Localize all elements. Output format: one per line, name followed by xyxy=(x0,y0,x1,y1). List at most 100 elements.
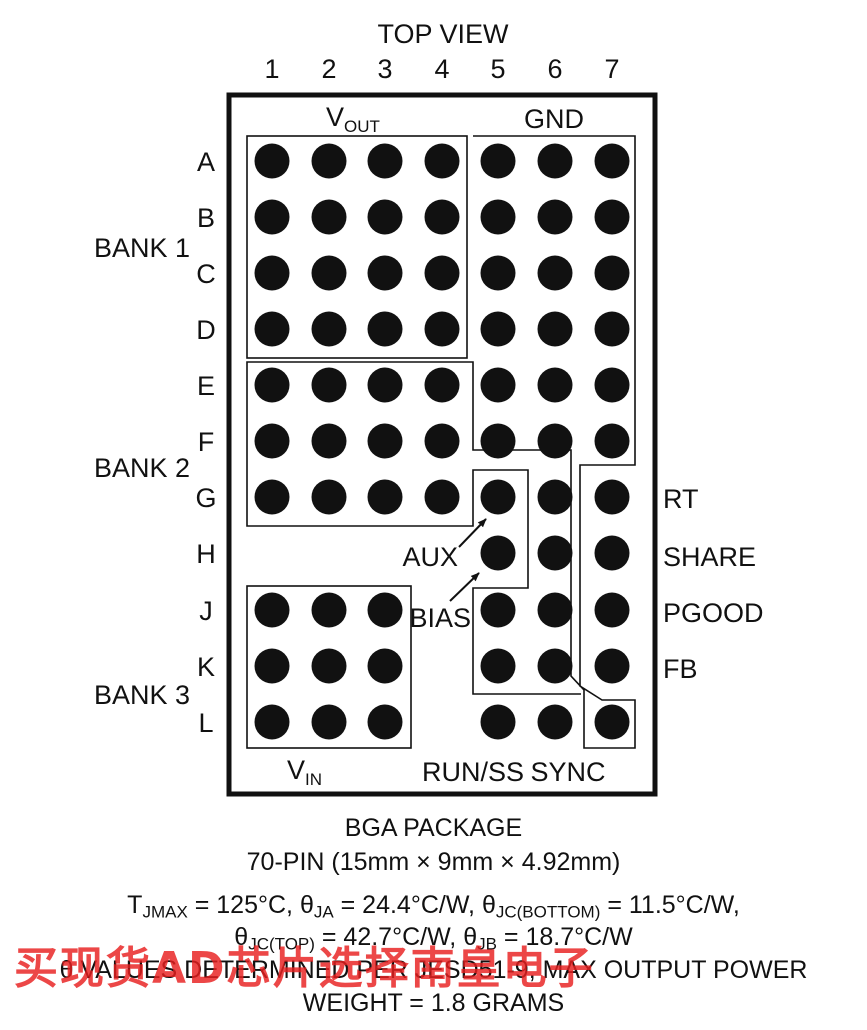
ball-L3 xyxy=(367,704,403,740)
ball-J5 xyxy=(480,592,516,628)
row-label: B xyxy=(197,203,215,233)
bank-3-label: BANK 3 xyxy=(94,680,190,710)
ball-C7 xyxy=(594,255,630,291)
vin-region-outline xyxy=(246,585,412,749)
bank-2-label: BANK 2 xyxy=(94,453,190,483)
row-label: E xyxy=(197,371,215,401)
vout-label: VOUT xyxy=(326,102,380,136)
ball-C4 xyxy=(424,255,460,291)
pin-run-ss-label: RUN/SS xyxy=(422,757,524,787)
thermal-note: θ VALUES DETERMINED PER JESD51-9, MAX OU… xyxy=(59,956,808,984)
vout-region-outline xyxy=(246,135,468,359)
ball-E5 xyxy=(480,367,516,403)
column-label: 6 xyxy=(547,54,562,84)
pin-sync-label: SYNC xyxy=(530,757,605,787)
gnd-region-outline xyxy=(246,135,636,749)
ball-K6 xyxy=(537,648,573,684)
package-name: BGA PACKAGE xyxy=(344,814,523,842)
column-label: 2 xyxy=(321,54,336,84)
ball-E4 xyxy=(424,367,460,403)
gnd-label: GND xyxy=(524,104,584,134)
ball-F1 xyxy=(254,423,290,459)
ball-G3 xyxy=(367,479,403,515)
pin-rt-label: RT xyxy=(663,484,699,514)
ball-F5 xyxy=(480,423,516,459)
package-outline xyxy=(226,92,658,797)
ball-A2 xyxy=(311,143,347,179)
thermal-line-1: TJMAX = 125°C, θJA = 24.4°C/W, θJC(BOTTO… xyxy=(127,891,740,922)
ball-L7 xyxy=(594,704,630,740)
column-label: 4 xyxy=(434,54,449,84)
vin-label: VIN xyxy=(287,755,322,789)
ball-A3 xyxy=(367,143,403,179)
ball-K1 xyxy=(254,648,290,684)
ball-K3 xyxy=(367,648,403,684)
ball-C6 xyxy=(537,255,573,291)
row-label: H xyxy=(196,539,216,569)
row-label: F xyxy=(198,427,215,457)
ball-B3 xyxy=(367,199,403,235)
package-dimensions: 70-PIN (15mm × 9mm × 4.92mm) xyxy=(246,848,621,876)
column-labels: 1 2 3 4 5 6 7 xyxy=(264,54,619,84)
ball-F2 xyxy=(311,423,347,459)
column-label: 1 xyxy=(264,54,279,84)
ball-G5 xyxy=(480,479,516,515)
ball-D4 xyxy=(424,311,460,347)
ball-H7 xyxy=(594,535,630,571)
row-label: L xyxy=(198,708,213,738)
ball-J3 xyxy=(367,592,403,628)
ball-E1 xyxy=(254,367,290,403)
weight: WEIGHT = 1.8 GRAMS xyxy=(302,989,565,1017)
ball-A1 xyxy=(254,143,290,179)
ball-J7 xyxy=(594,592,630,628)
ball-A7 xyxy=(594,143,630,179)
bias-arrow xyxy=(449,572,480,602)
column-label: 5 xyxy=(490,54,505,84)
ball-J1 xyxy=(254,592,290,628)
ball-F6 xyxy=(537,423,573,459)
pin-share-label: SHARE xyxy=(663,542,756,572)
column-label: 7 xyxy=(604,54,619,84)
ball-B5 xyxy=(480,199,516,235)
title: TOP VIEW xyxy=(377,19,509,49)
row-label: K xyxy=(197,652,215,682)
ball-H5 xyxy=(480,535,516,571)
ball-B7 xyxy=(594,199,630,235)
ball-G6 xyxy=(537,479,573,515)
ball-E6 xyxy=(537,367,573,403)
ball-G7 xyxy=(594,479,630,515)
ball-A4 xyxy=(424,143,460,179)
pin-aux-label: AUX xyxy=(402,542,458,572)
ball-D5 xyxy=(480,311,516,347)
ball-F4 xyxy=(424,423,460,459)
ball-K7 xyxy=(594,648,630,684)
ball-K2 xyxy=(311,648,347,684)
ball-J2 xyxy=(311,592,347,628)
ball-L2 xyxy=(311,704,347,740)
aux-arrow xyxy=(458,518,487,548)
ball-L1 xyxy=(254,704,290,740)
row-label: C xyxy=(196,259,216,289)
row-label: A xyxy=(197,147,215,177)
ball-D1 xyxy=(254,311,290,347)
bank-1-label: BANK 1 xyxy=(94,233,190,263)
ball-B4 xyxy=(424,199,460,235)
ball-C2 xyxy=(311,255,347,291)
ball-D3 xyxy=(367,311,403,347)
row-label: G xyxy=(195,483,216,513)
ball-G4 xyxy=(424,479,460,515)
ball-C3 xyxy=(367,255,403,291)
pin-fb-label: FB xyxy=(663,654,698,684)
ball-C1 xyxy=(254,255,290,291)
ball-L5 xyxy=(480,704,516,740)
ball-G2 xyxy=(311,479,347,515)
ball-J6 xyxy=(537,592,573,628)
ball-E3 xyxy=(367,367,403,403)
ball-B6 xyxy=(537,199,573,235)
ball-G1 xyxy=(254,479,290,515)
ball-A5 xyxy=(480,143,516,179)
column-label: 3 xyxy=(377,54,392,84)
ball-D2 xyxy=(311,311,347,347)
thermal-line-2: θJC(TOP) = 42.7°C/W, θJB = 18.7°C/W xyxy=(234,923,633,954)
